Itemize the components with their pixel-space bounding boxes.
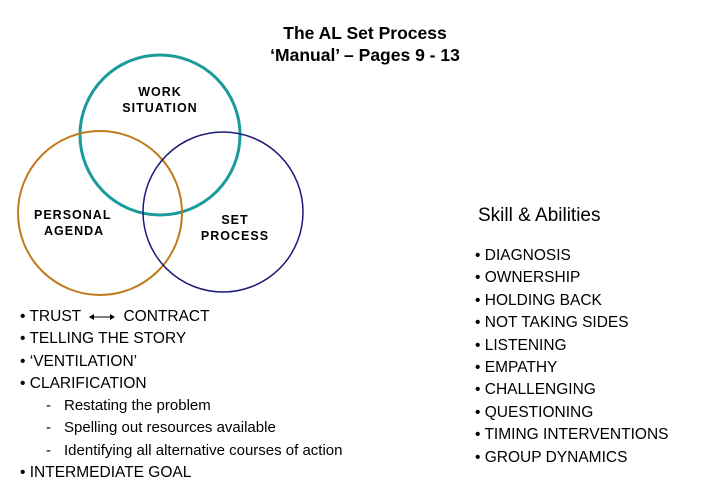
bullet: • (20, 308, 26, 325)
skill-text: GROUP DYNAMICS (484, 448, 628, 466)
title-block: The AL Set Process ‘Manual’ – Pages 9 - … (200, 22, 530, 66)
bullet: • (475, 269, 481, 287)
skill-text: LISTENING (484, 336, 567, 354)
bullet: • (475, 359, 481, 377)
list-item-text: ‘VENTILATION’ (29, 352, 138, 370)
label-work-situation: WORK SITUATION (118, 84, 202, 116)
personal-label-line1: PERSONAL (34, 208, 112, 222)
skill-item: • NOT TAKING SIDES (475, 312, 668, 334)
bullet: • (20, 330, 26, 348)
double-arrow-icon (89, 313, 116, 320)
skill-item: • CHALLENGING (475, 379, 668, 401)
label-set-process: SET PROCESS (195, 212, 275, 244)
sub-item-text: Restating the problem (64, 397, 211, 415)
skill-text: QUESTIONING (484, 403, 594, 421)
skill-text: OWNERSHIP (484, 269, 581, 287)
skills-title: Skill & Abilities (478, 205, 601, 226)
bullet: • (475, 291, 481, 309)
skill-item: • TIMING INTERVENTIONS (475, 424, 668, 446)
sub-item-text: Spelling out resources available (64, 419, 276, 437)
process-steps-list: • TRUST CONTRACT • TELLING THE STORY • ‘… (20, 306, 343, 484)
skill-item: • EMPATHY (475, 357, 668, 379)
dash: - (46, 441, 51, 459)
bullet: • (475, 403, 481, 421)
skill-item: • OWNERSHIP (475, 267, 668, 289)
sub-list-item: -Identifying all alternative courses of … (20, 440, 343, 462)
skill-text: TIMING INTERVENTIONS (484, 426, 669, 444)
list-item: • CLARIFICATION (20, 373, 343, 395)
list-item-trust-contract: • TRUST CONTRACT (20, 306, 343, 328)
bullet: • (20, 352, 26, 370)
list-item-text: CLARIFICATION (29, 374, 147, 392)
list-item-text: TELLING THE STORY (29, 330, 187, 348)
skill-item: • QUESTIONING (475, 402, 668, 424)
skill-item: • GROUP DYNAMICS (475, 447, 668, 469)
title-line-1: The AL Set Process (283, 23, 447, 43)
sub-list-item: -Restating the problem (20, 395, 343, 417)
dash: - (46, 397, 51, 415)
circle-set-process (142, 131, 304, 293)
list-item-text: INTERMEDIATE GOAL (29, 464, 192, 482)
bullet: • (20, 464, 26, 482)
work-label-line1: WORK (138, 85, 182, 99)
skill-text: CHALLENGING (484, 381, 596, 399)
set-label-line2: PROCESS (200, 229, 270, 243)
label-personal-agenda: PERSONAL AGENDA (34, 207, 126, 239)
list-item: • INTERMEDIATE GOAL (20, 462, 343, 484)
skill-text: NOT TAKING SIDES (484, 314, 629, 332)
personal-label-line2: AGENDA (44, 224, 105, 238)
bullet: • (475, 336, 481, 354)
bullet: • (475, 448, 481, 466)
title-line-2: ‘Manual’ – Pages 9 - 13 (270, 45, 460, 65)
dash: - (46, 419, 51, 437)
bullet: • (475, 426, 481, 444)
skill-text: EMPATHY (484, 359, 558, 377)
contract-text: CONTRACT (123, 308, 210, 325)
bullet: • (20, 374, 26, 392)
list-item: • TELLING THE STORY (20, 328, 343, 350)
sub-list-item: -Spelling out resources available (20, 417, 343, 439)
skill-text: HOLDING BACK (484, 291, 602, 309)
bullet: • (475, 247, 481, 264)
circle-personal-agenda (17, 130, 183, 296)
set-label-line1: SET (221, 213, 249, 227)
bullet: • (475, 381, 481, 399)
skill-item: • LISTENING (475, 335, 668, 357)
trust-text: TRUST (29, 308, 81, 325)
work-label-line2: SITUATION (122, 101, 198, 115)
skill-text: DIAGNOSIS (484, 247, 571, 264)
sub-item-text: Identifying all alternative courses of a… (64, 441, 343, 459)
skill-item: • HOLDING BACK (475, 290, 668, 312)
skills-list: • DIAGNOSIS • OWNERSHIP • HOLDING BACK •… (475, 245, 668, 469)
bullet: • (475, 314, 481, 332)
list-item: • ‘VENTILATION’ (20, 351, 343, 373)
skill-item: • DIAGNOSIS (475, 245, 668, 267)
circle-work-situation (78, 53, 242, 217)
